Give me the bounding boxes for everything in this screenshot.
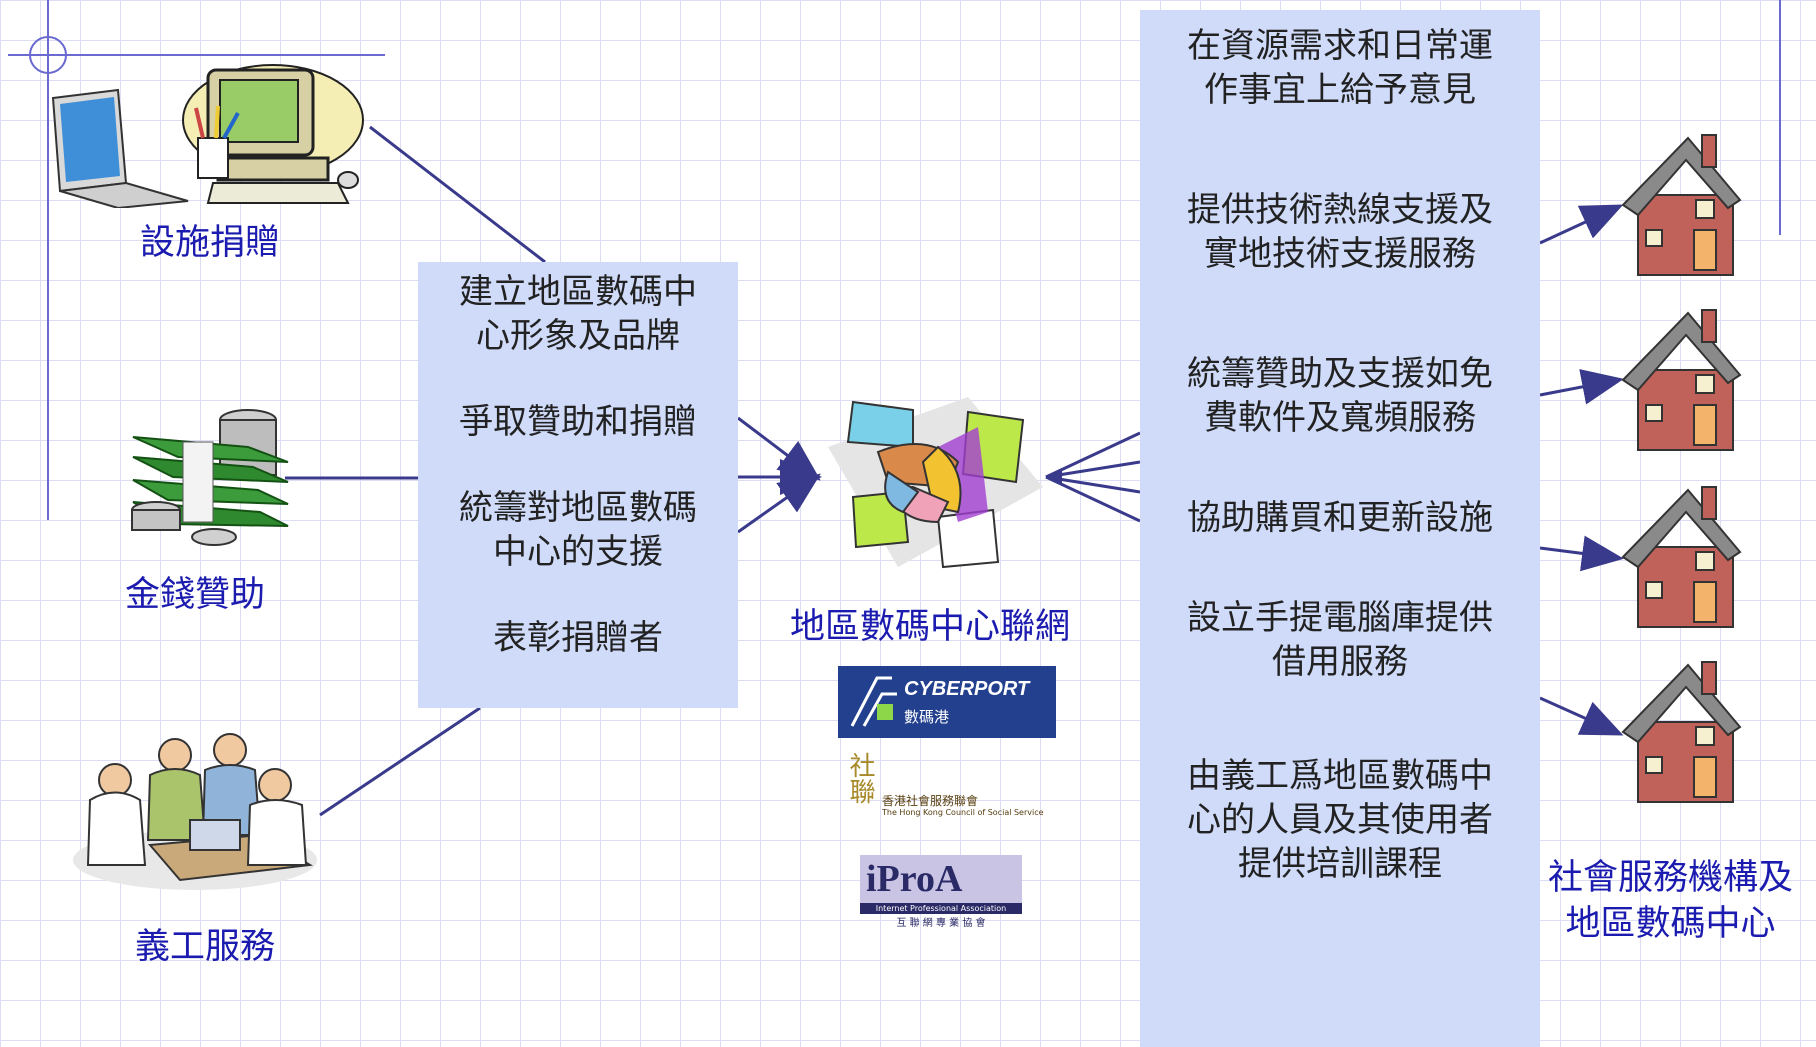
hkcss-en: The Hong Kong Council of Social Service [882, 808, 1044, 817]
cyberport-logo: CYBERPORT 數碼港 [838, 666, 1056, 738]
cyberport-zh: 數碼港 [904, 708, 950, 726]
left-item-label: 設施捐贈 [140, 223, 281, 263]
right-box-line: 實地技術支援服務 [1204, 234, 1476, 274]
house-icon [1618, 130, 1743, 280]
center-title: 地區數碼中心聯網 [790, 607, 1071, 647]
middle-box-line: 統籌對地區數碼 [459, 488, 697, 528]
cyberport-en: CYBERPORT [904, 678, 1030, 700]
iproa-zh: 互 聯 網 專 業 協 會 [896, 918, 986, 929]
house-icon [1618, 657, 1743, 807]
left-item-label: 義工服務 [135, 927, 276, 967]
right-box-line: 心的人員及其使用者 [1187, 800, 1493, 840]
right-box-line: 在資源需求和日常運 [1187, 26, 1493, 66]
right-box-line: 設立手提電腦庫提供 [1187, 598, 1493, 638]
iproa-mark-bg [860, 855, 1022, 903]
middle-box-line: 建立地區數碼中 [459, 272, 697, 312]
iproa-en: Internet Professional Association [860, 903, 1022, 914]
money-stack-icon [128, 402, 293, 552]
hkcss-zh: 香港社會服務聯會 [882, 794, 979, 808]
iproa-logo: iProA Internet Professional Association … [860, 855, 1022, 929]
right-box-line: 作事宜上給予意見 [1204, 70, 1476, 110]
left-item-label: 金錢贊助 [125, 575, 266, 615]
middle-box-line: 表彰捐贈者 [493, 618, 663, 658]
hkcss-mark: 社聯 [845, 752, 875, 804]
middle-box: 建立地區數碼中 心形象及品牌 爭取贊助和捐贈 統籌對地區數碼 中心的支援 表彰捐… [418, 262, 738, 708]
far-right-label-line: 社會服務機構及 [1548, 858, 1794, 898]
right-box-line: 費軟件及寬頻服務 [1204, 398, 1476, 438]
right-box-line: 借用服務 [1272, 642, 1408, 682]
hkcss-logo: 社聯 香港社會服務聯會 The Hong Kong Council of Soc… [836, 752, 1062, 824]
middle-box-line: 爭取贊助和捐贈 [459, 402, 697, 442]
far-right-label-line: 地區數碼中心 [1565, 904, 1776, 944]
volunteer-team-icon [70, 725, 320, 890]
middle-box-line: 心形象及品牌 [476, 316, 680, 356]
middle-box-line: 中心的支援 [493, 532, 663, 572]
right-box-line: 提供技術熱線支援及 [1187, 190, 1493, 230]
right-box: 在資源需求和日常運 作事宜上給予意見 提供技術熱線支援及 實地技術支援服務 統籌… [1140, 10, 1540, 1047]
right-box-line: 提供培訓課程 [1238, 844, 1442, 884]
right-box-line: 統籌贊助及支援如免 [1187, 354, 1493, 394]
right-box-line: 協助購買和更新設施 [1187, 498, 1493, 538]
far-right-label: 社會服務機構及 地區數碼中心 [1548, 855, 1793, 947]
iproa-mark: iProA [866, 858, 963, 900]
house-icon [1618, 482, 1743, 632]
computer-donation-icon [48, 58, 368, 210]
joined-hands-icon [818, 392, 1046, 572]
right-box-line: 由義工爲地區數碼中 [1187, 756, 1493, 796]
house-icon [1618, 305, 1743, 455]
